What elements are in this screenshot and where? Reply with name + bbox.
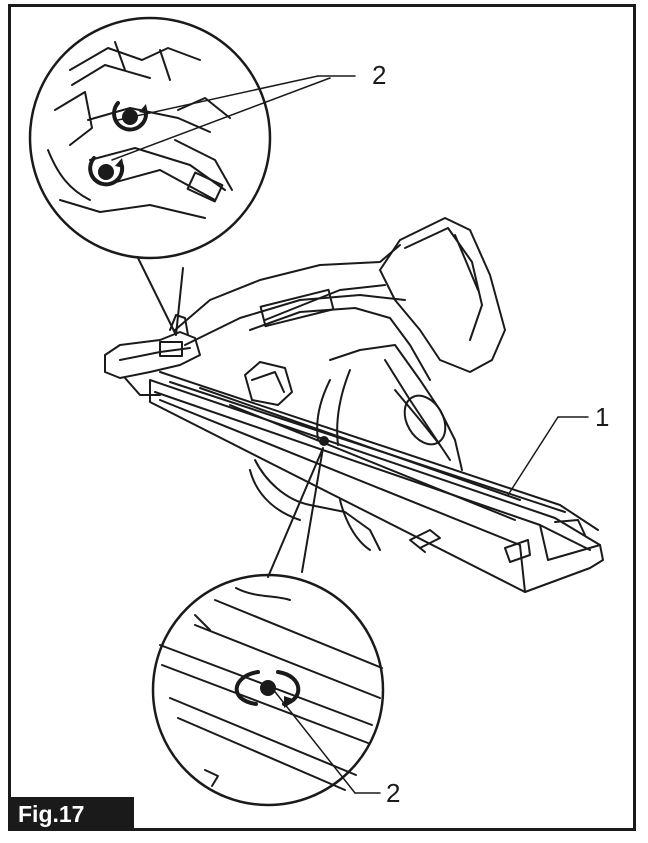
detail-circle-bottom: [151, 447, 385, 807]
figure-frame: [8, 4, 636, 831]
callout-2-top: 2: [372, 60, 387, 90]
callout-1: 1: [595, 402, 610, 432]
figure-label: Fig.17: [10, 797, 134, 831]
magazine: [149, 371, 604, 593]
nailer-body: [104, 217, 506, 551]
callout-2-bottom: 2: [386, 778, 401, 808]
screw-icon: [98, 109, 138, 180]
detail-circle-top: [28, 16, 272, 336]
rotate-arrow-icon: [88, 101, 149, 187]
